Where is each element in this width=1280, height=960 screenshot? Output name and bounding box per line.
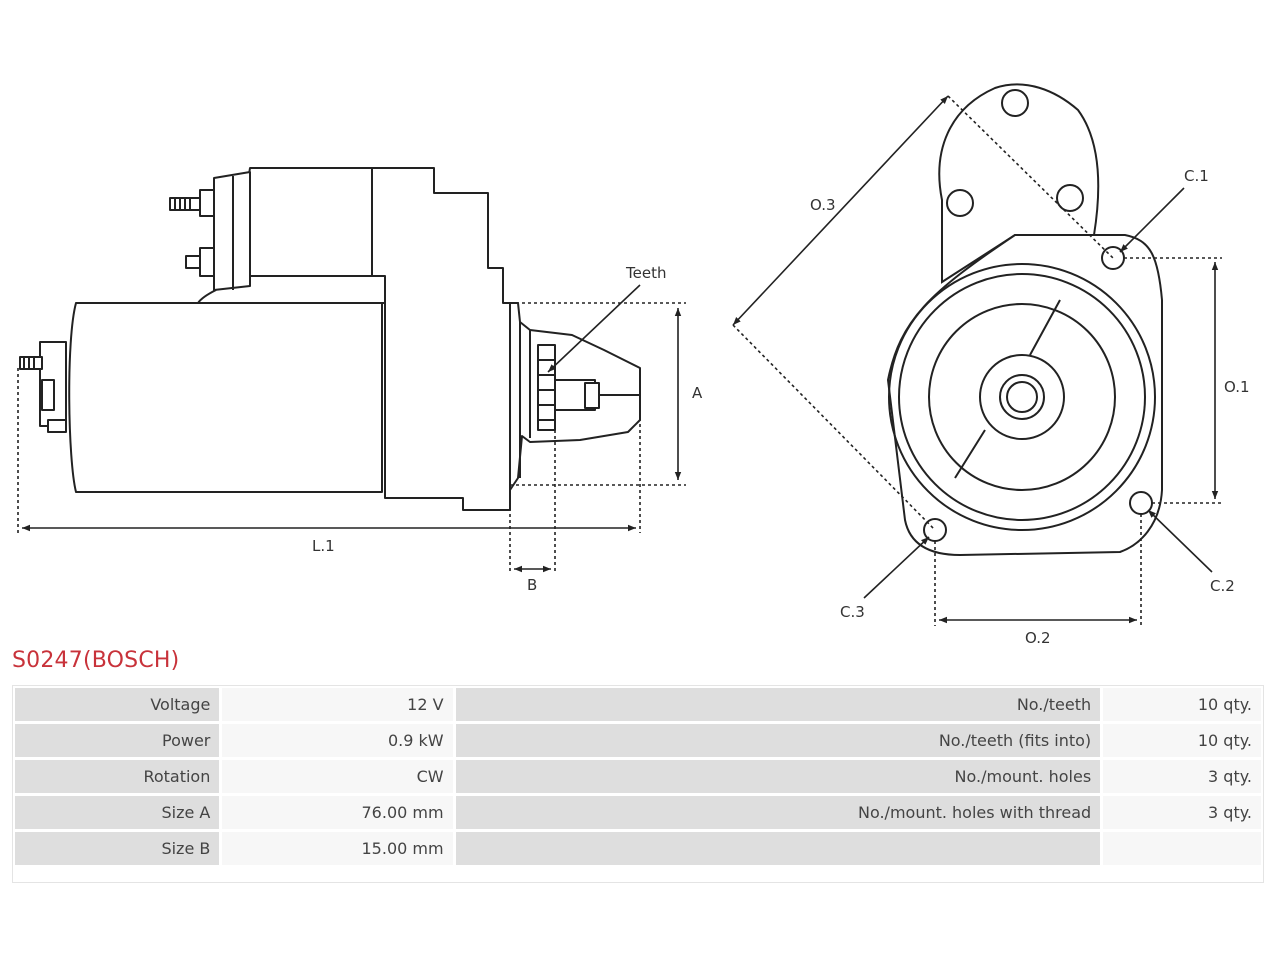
spec-label: Power	[15, 724, 220, 757]
c1-leader	[1119, 187, 1185, 253]
spec-label: Rotation	[15, 760, 220, 793]
c3-label: C.3	[840, 603, 865, 621]
dimension-o1-label: O.1	[1224, 378, 1250, 396]
specs-table: Voltage 12 V No./teeth 10 qty. Power 0.9…	[12, 685, 1264, 868]
c2-label: C.2	[1210, 577, 1235, 595]
spec-value: 10 qty.	[1103, 688, 1261, 721]
front-view	[886, 83, 1163, 557]
housing-outer-ring	[888, 263, 1156, 531]
spec-value: 3 qty.	[1103, 760, 1261, 793]
spec-value: 15.00 mm	[222, 832, 453, 865]
shaft	[1006, 381, 1038, 413]
spec-value: CW	[222, 760, 453, 793]
motor-body	[68, 302, 383, 493]
dimension-b-label: B	[527, 576, 537, 594]
table-row: Size A 76.00 mm No./mount. holes with th…	[15, 796, 1261, 829]
dimension-a-label: A	[692, 384, 703, 402]
table-row: Voltage 12 V No./teeth 10 qty.	[15, 688, 1261, 721]
table-row: Size B 15.00 mm	[15, 832, 1261, 865]
spec-label: No./teeth (fits into)	[455, 724, 1101, 757]
solenoid-body	[244, 167, 373, 277]
c2-leader	[1147, 509, 1213, 573]
bracket-hole-top	[1001, 89, 1029, 117]
spec-label	[455, 832, 1101, 865]
solenoid-terminal-lower	[185, 255, 201, 269]
c1-label: C.1	[1184, 167, 1209, 185]
table-row: Rotation CW No./mount. holes 3 qty.	[15, 760, 1261, 793]
front-dimensions	[732, 95, 1222, 626]
pinion-nose	[509, 302, 641, 491]
spec-label: Size A	[15, 796, 220, 829]
spec-value: 3 qty.	[1103, 796, 1261, 829]
side-dimensions	[17, 284, 686, 574]
dimension-o2-label: O.2	[1025, 629, 1051, 647]
drive-housing	[372, 167, 511, 511]
spec-label: Voltage	[15, 688, 220, 721]
dimension-o3-label: O.3	[810, 196, 836, 214]
spec-label: No./mount. holes with thread	[455, 796, 1101, 829]
teeth-label: Teeth	[625, 264, 666, 282]
dimension-l1-label: L.1	[312, 537, 335, 555]
pinion-gear	[537, 344, 556, 431]
table-row: Power 0.9 kW No./teeth (fits into) 10 qt…	[15, 724, 1261, 757]
spec-value: 12 V	[222, 688, 453, 721]
bracket-hole-right	[1056, 184, 1084, 212]
c3-leader	[863, 536, 930, 599]
product-title: S0247(BOSCH)	[12, 648, 180, 673]
spec-label: No./mount. holes	[455, 760, 1101, 793]
shaft-boss	[979, 354, 1065, 440]
teeth-leader	[547, 284, 641, 373]
spec-value	[1103, 832, 1261, 865]
spec-value: 10 qty.	[1103, 724, 1261, 757]
spec-label: No./teeth	[455, 688, 1101, 721]
spec-value: 0.9 kW	[222, 724, 453, 757]
side-view	[19, 167, 641, 511]
starter-motor-drawing: Teeth A L.1 B	[17, 83, 1250, 647]
dimension-o3-line	[732, 95, 949, 326]
housing-inner-ring	[928, 303, 1116, 491]
spec-value: 76.00 mm	[222, 796, 453, 829]
spec-label: Size B	[15, 832, 220, 865]
